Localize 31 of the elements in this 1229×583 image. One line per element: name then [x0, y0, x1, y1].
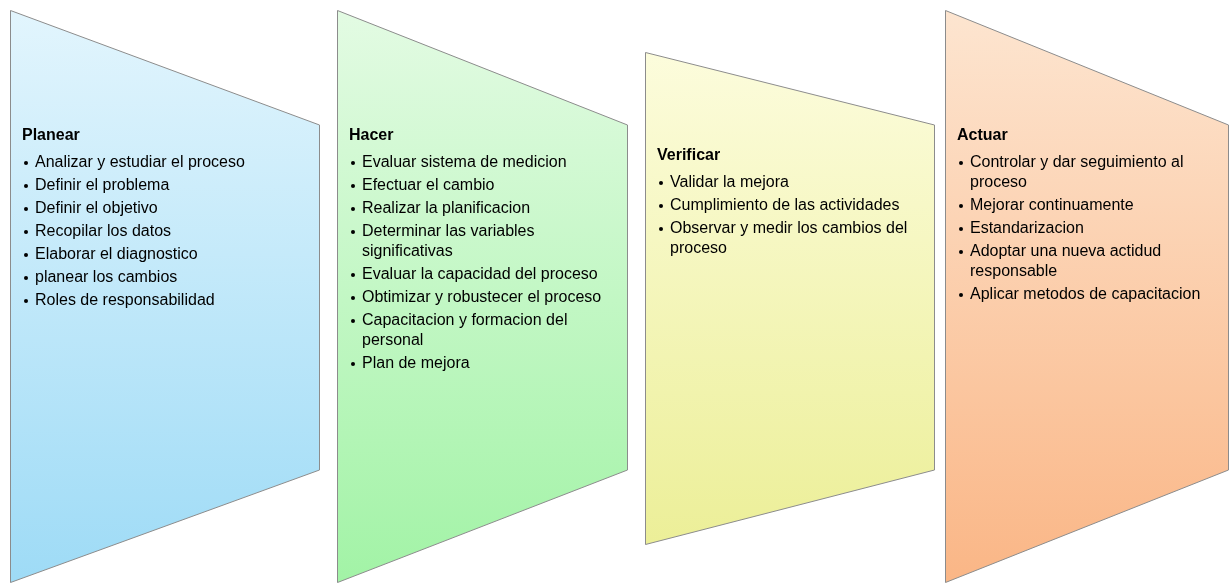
list-item-text: Cumplimiento de las actividades	[670, 195, 900, 215]
chevron-shape	[645, 52, 935, 545]
list-item-text: Validar la mejora	[670, 172, 789, 192]
list-item-text: Realizar la planificacion	[362, 198, 531, 218]
list-item-text: Capacitacion y formacion del personal	[362, 310, 569, 350]
list-item-text: Roles de responsabilidad	[35, 290, 215, 310]
chevron-shape	[945, 10, 1229, 583]
list-item-text: Analizar y estudiar el proceso	[35, 152, 245, 172]
heading: Hacer	[349, 125, 395, 145]
list-item-text: Estandarizacion	[970, 218, 1084, 238]
list-item-text: Mejorar continuamente	[970, 195, 1134, 215]
list-item-text: Observar y medir los cambios del proceso	[670, 218, 909, 258]
list-item-text: Aplicar metodos de capacitacion	[970, 284, 1201, 304]
list-item-text: Evaluar la capacidad del proceso	[362, 264, 598, 284]
list-item-text: Controlar y dar seguimiento al proceso	[970, 152, 1185, 192]
list-item-text: Adoptar una nueva actidud responsable	[970, 241, 1163, 281]
heading: Actuar	[957, 125, 1009, 145]
list-item-text: planear los cambios	[35, 267, 178, 287]
list-item-text: Evaluar sistema de medicion	[362, 152, 567, 172]
list-item-text: Definir el objetivo	[35, 198, 158, 218]
list-item-text: Elaborar el diagnostico	[35, 244, 198, 264]
list-item-text: Determinar las variables significativas	[362, 221, 536, 261]
chevron-shape	[10, 10, 320, 583]
list-item-text: Plan de mejora	[362, 353, 470, 373]
chevron-shape	[337, 10, 628, 583]
heading: Planear	[22, 125, 81, 145]
list-item-text: Definir el problema	[35, 175, 170, 195]
list-item-text: Obtimizar y robustecer el proceso	[362, 287, 602, 307]
list-item-text: Efectuar el cambio	[362, 175, 495, 195]
heading: Verificar	[657, 145, 722, 165]
list-item-text: Recopilar los datos	[35, 221, 172, 241]
